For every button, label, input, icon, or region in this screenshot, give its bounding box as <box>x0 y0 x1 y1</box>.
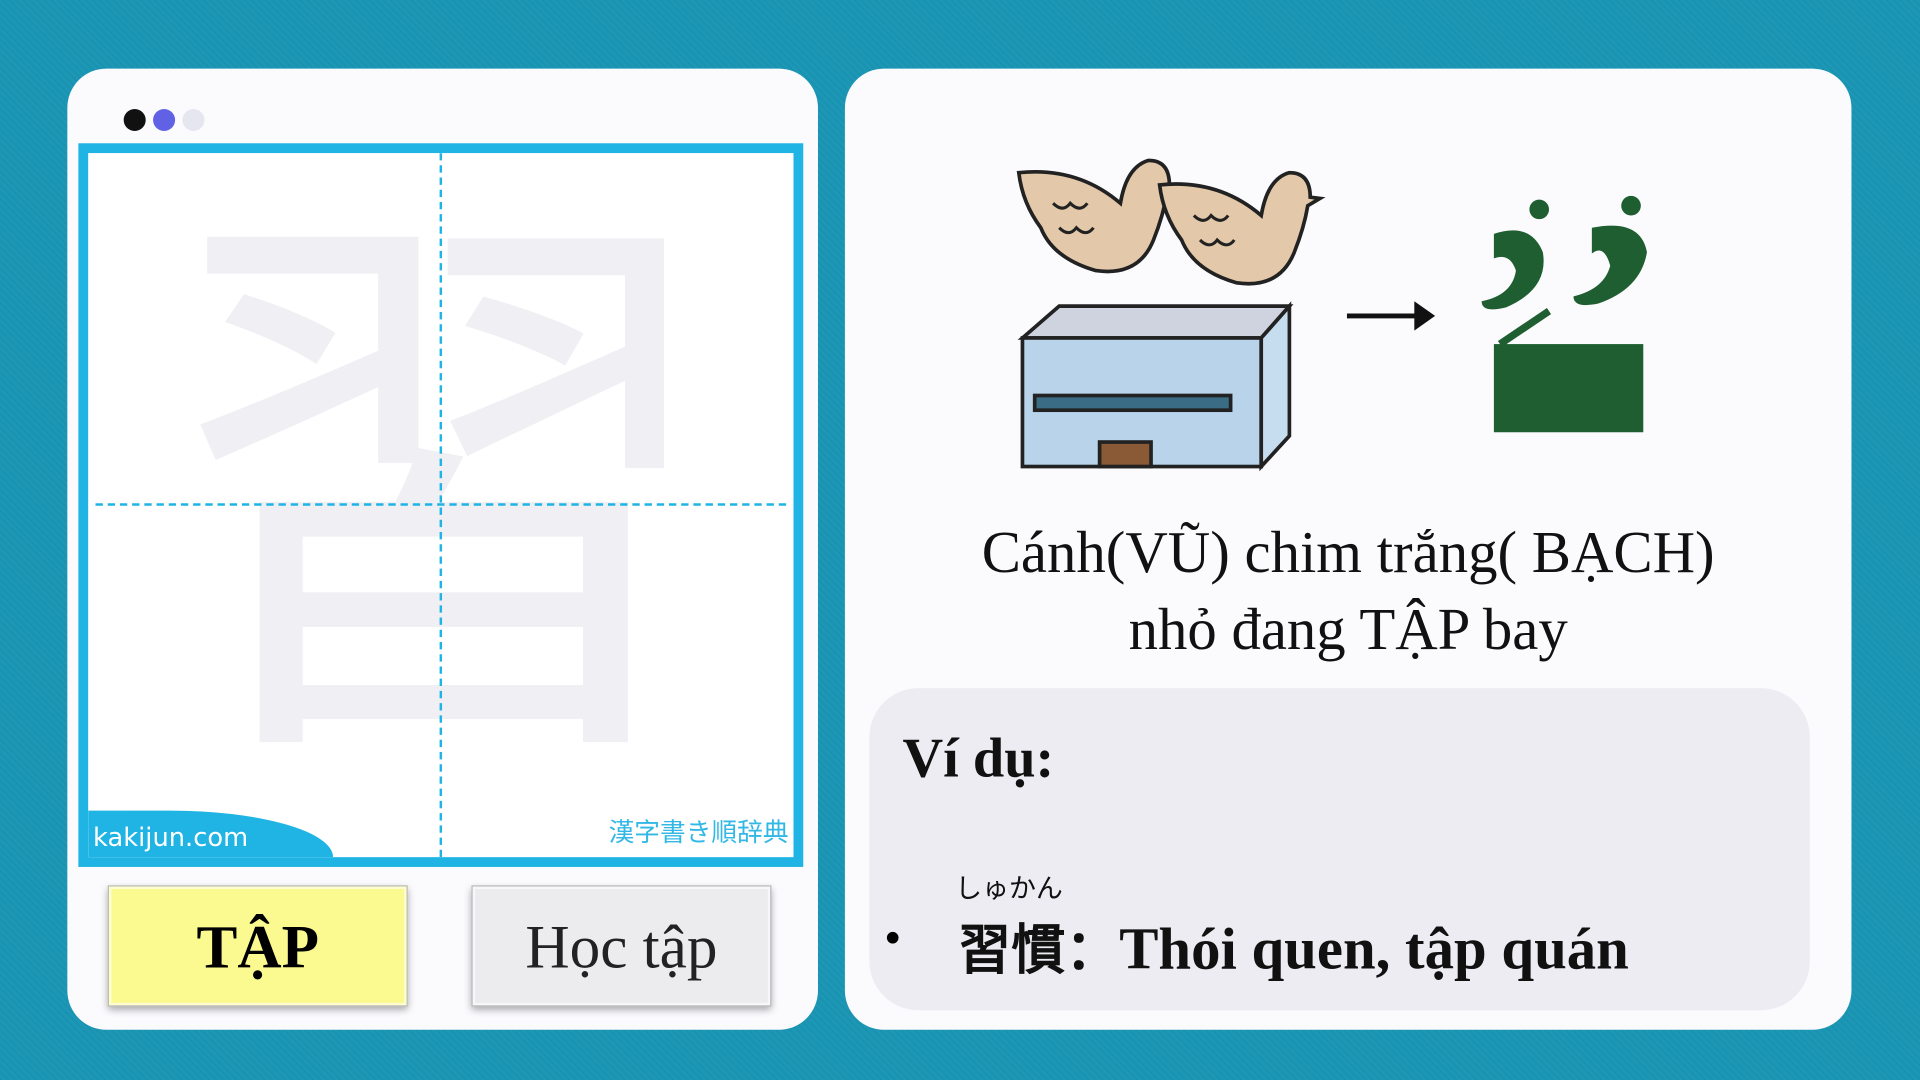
mnemonic-card: Cánh(VŨ) chim trắng( BẠCH) nhỏ đang TẬP … <box>844 68 1852 1030</box>
horizontal-guide-line <box>95 503 787 506</box>
dictionary-label: 漢字書き順辞典 <box>608 817 789 848</box>
kanji-stroke-card: 習 kakijun.com 漢字書き順辞典 TẬP Học tập <box>67 68 818 1030</box>
kanji-writing-frame: 習 kakijun.com 漢字書き順辞典 <box>78 143 804 867</box>
bullet-icon: • <box>884 909 902 965</box>
mnemonic-illustration <box>1016 158 1647 472</box>
example-meaning: Thói quen, tập quán <box>1119 917 1629 983</box>
caption-line-1: Cánh(VŨ) chim trắng( BẠCH) <box>981 520 1715 586</box>
bird-icon <box>1157 170 1326 286</box>
example-separator: ： <box>1065 919 1120 983</box>
example-entry: 習慣：Thói quen, tập quán <box>958 906 1629 984</box>
brand-label: kakijun.com <box>93 822 249 853</box>
example-heading: Ví dụ: <box>902 726 1055 789</box>
example-box: Ví dụ: しゅかん • 習慣：Thói quen, tập quán <box>869 688 1810 1011</box>
building-icon <box>1017 301 1294 472</box>
progress-dot-2 <box>153 108 176 132</box>
bird-icon <box>1016 158 1185 274</box>
progress-dot-1 <box>123 108 146 132</box>
example-word: 習慣 <box>957 919 1066 983</box>
meaning-button[interactable]: Học tập <box>471 885 772 1007</box>
example-furigana: しゅかん <box>955 874 1063 905</box>
kanji-component-icon <box>1481 195 1647 433</box>
caption-line-2: nhỏ đang TẬP bay <box>1128 597 1568 663</box>
reading-button[interactable]: TẬP <box>107 885 408 1007</box>
progress-dot-3 <box>182 108 205 132</box>
